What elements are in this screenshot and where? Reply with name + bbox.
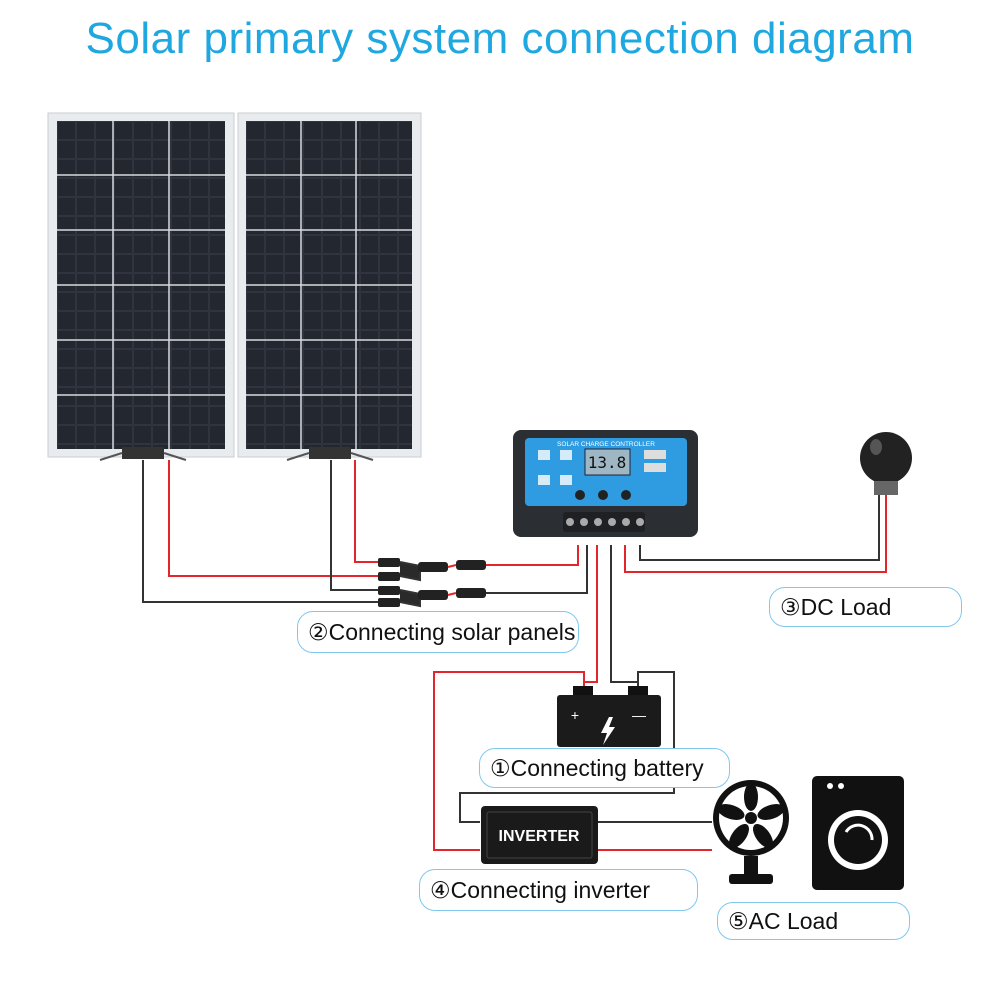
charge-controller-icon: SOLAR CHARGE CONTROLLER 13.8	[513, 430, 698, 537]
controller-display: 13.8	[588, 453, 627, 472]
inverter-wires	[433, 671, 712, 851]
page-title: Solar primary system connection diagram	[85, 14, 915, 63]
solar-panel-icon	[47, 112, 235, 461]
label-dc-load: ③DC Load	[769, 587, 962, 627]
label-battery: ①Connecting battery	[479, 748, 730, 788]
battery-minus: —	[632, 707, 646, 723]
label-solar: ②Connecting solar panels	[297, 611, 579, 653]
controller-header: SOLAR CHARGE CONTROLLER	[557, 441, 655, 448]
bulb-icon	[860, 432, 912, 495]
fan-icon	[713, 780, 789, 884]
label-ac-load: ⑤AC Load	[717, 902, 910, 940]
solar-panel-icon	[237, 112, 422, 461]
controller-wires	[584, 495, 887, 683]
washing-machine-icon	[812, 776, 904, 890]
battery-icon: + —	[557, 686, 661, 747]
inverter-icon: INVERTER	[481, 806, 598, 864]
label-inverter: ④Connecting inverter	[419, 869, 698, 911]
inverter-label: INVERTER	[499, 828, 580, 845]
panel-wires	[142, 460, 588, 608]
battery-plus: +	[571, 707, 579, 723]
